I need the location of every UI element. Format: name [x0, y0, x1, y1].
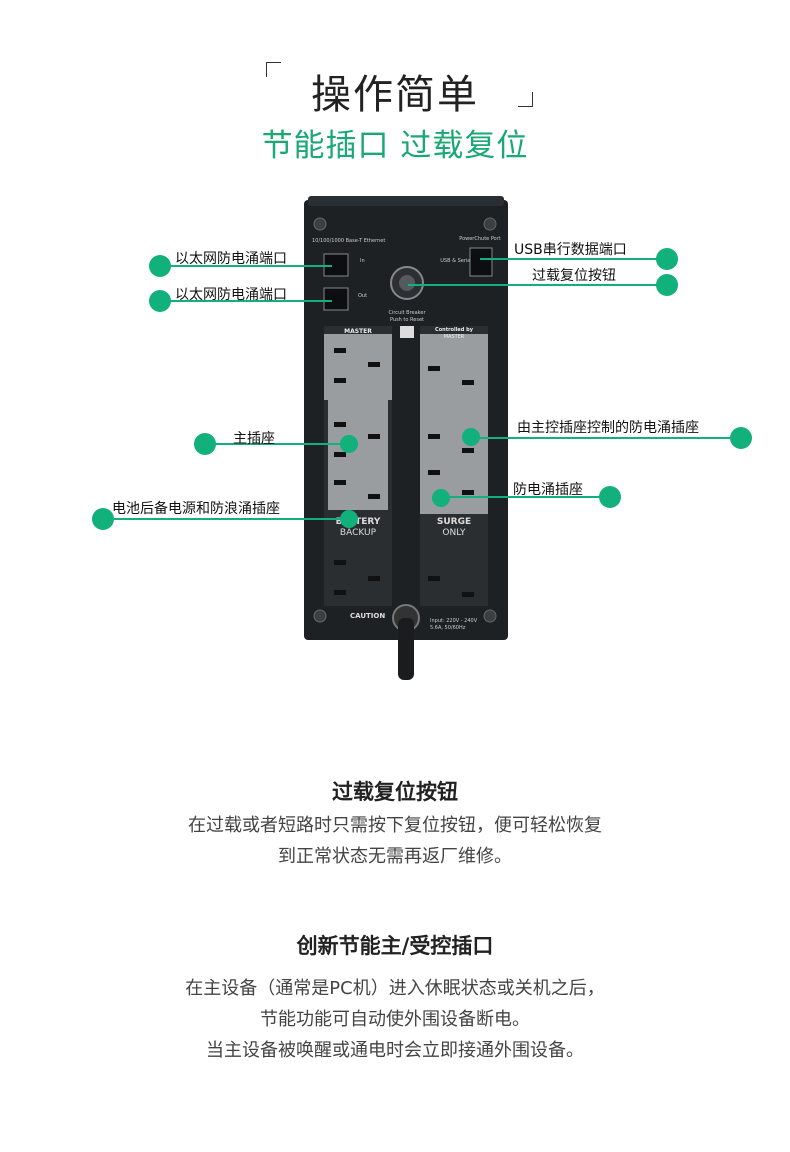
section-line: 当主设备被唤醒或通电时会立即接通外围设备。	[206, 1040, 584, 1061]
section-title-energy: 创新节能主/受控插口	[296, 934, 494, 958]
page-title: 操作简单	[311, 72, 479, 118]
callout-anchor-master	[340, 435, 358, 453]
callout-master: 主插座	[233, 431, 275, 447]
screw-icon	[483, 217, 497, 231]
corner-bracket-right	[518, 92, 533, 107]
surge-label: SURGE	[437, 517, 471, 527]
ethernet-label: 10/100/1000 Base-T Ethernet	[312, 238, 385, 244]
screw-icon	[483, 609, 497, 623]
section-title-reset: 过载复位按钮	[332, 780, 458, 804]
caution-label: CAUTION	[350, 612, 385, 620]
section-line: 在主设备（通常是PC机）进入休眠状态或关机之后，	[185, 978, 605, 999]
callout-ethernet-out: 以太网防电涌端口	[175, 287, 287, 303]
section-line: 到正常状态无需再返厂维修。	[278, 846, 512, 867]
usb-port-label: PowerChute Port	[459, 236, 501, 242]
controlled-by-label: Controlled by	[435, 327, 474, 333]
master-label: MASTER	[344, 328, 372, 335]
controlled-outlet-panel	[420, 334, 488, 514]
corner-bracket-left	[266, 62, 281, 77]
callout-surge: 防电涌插座	[513, 482, 583, 498]
port-in-label: In	[360, 258, 365, 264]
callout-dot-master	[194, 433, 216, 455]
breaker-label: Circuit Breaker	[388, 310, 426, 316]
section-line: 节能功能可自动使外围设备断电。	[260, 1009, 530, 1030]
push-reset-label: Push to Reset	[390, 317, 424, 323]
callout-reset: 过载复位按钮	[532, 268, 616, 284]
ethernet-out-port[interactable]	[323, 287, 349, 311]
callout-dot-usb	[656, 248, 678, 270]
callout-line-master	[212, 443, 348, 445]
callout-anchor-surge	[432, 489, 450, 507]
callout-battery: 电池后备电源和防浪涌插座	[112, 501, 280, 517]
backup-label: BACKUP	[340, 528, 377, 538]
screw-icon	[313, 217, 327, 231]
callout-line-controlled	[472, 437, 734, 439]
leaf-icon	[400, 326, 414, 338]
callout-controlled: 由主控插座控制的防电涌插座	[517, 420, 699, 436]
only-label: ONLY	[442, 528, 466, 538]
callout-dot-ethernet-in	[149, 255, 171, 277]
screw-icon	[313, 609, 327, 623]
section-line: 在过载或者短路时只需按下复位按钮，便可轻松恢复	[188, 815, 602, 836]
callout-line-surge	[440, 496, 604, 498]
current-rating-label: 5.6A, 50/60Hz	[430, 625, 466, 631]
battery-label: BATTERY	[336, 517, 381, 527]
callout-line-ethernet-in	[168, 265, 332, 267]
input-rating-label: Input: 220V - 240V	[430, 618, 478, 624]
controlled-master-label: MASTER	[444, 334, 465, 340]
callout-dot-controlled	[730, 427, 752, 449]
callout-dot-surge	[599, 486, 621, 508]
port-out-label: Out	[358, 293, 367, 299]
ups-device-back-view: 10/100/1000 Base-T Ethernet In Out Circu…	[304, 196, 508, 680]
callout-dot-ethernet-out	[149, 290, 171, 312]
callout-line-battery	[110, 518, 348, 520]
master-outlet-panel	[324, 334, 392, 400]
callout-dot-reset	[656, 274, 678, 296]
callout-anchor-battery	[340, 510, 358, 528]
callout-ethernet-in: 以太网防电涌端口	[175, 251, 287, 267]
usb-port[interactable]	[469, 247, 493, 277]
callout-line-reset	[408, 284, 660, 286]
power-cord	[398, 618, 414, 680]
usb-serial-label: USB & Serial	[440, 258, 472, 264]
callout-anchor-controlled	[462, 428, 480, 446]
callout-line-usb	[480, 258, 660, 260]
callout-usb: USB串行数据端口	[514, 242, 627, 258]
callout-dot-battery	[92, 508, 114, 530]
page-subtitle: 节能插口 过载复位	[261, 128, 529, 164]
callout-line-ethernet-out	[168, 300, 332, 302]
